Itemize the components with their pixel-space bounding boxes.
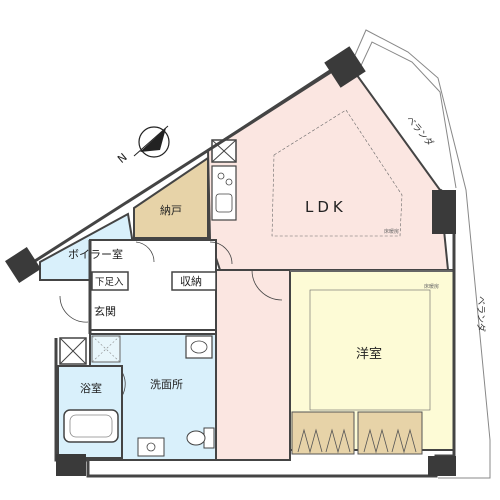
washbasin xyxy=(185,335,213,359)
washing-machine-pan xyxy=(91,335,121,363)
compass-label: N xyxy=(115,151,130,166)
shoe-closet-label: 下足入 xyxy=(95,277,124,288)
western-ceiling-note: 床暖房 xyxy=(424,283,439,290)
veranda-outline xyxy=(351,29,491,479)
closet-box xyxy=(171,271,217,291)
toilet-bowl xyxy=(186,430,206,446)
structural-pillars xyxy=(5,46,456,476)
western-closets xyxy=(291,411,423,455)
door-swings xyxy=(59,241,283,397)
closet-label: 収納 xyxy=(180,275,202,288)
corridor xyxy=(215,269,291,461)
veranda-right-label: ベランダ xyxy=(475,296,487,332)
ldk-label: LDK xyxy=(305,198,347,216)
stove-burner-2 xyxy=(225,178,233,186)
western-ceiling-outline xyxy=(309,289,431,411)
ldk-room xyxy=(206,58,450,271)
bathtub-inner xyxy=(69,414,113,438)
ldk-ceiling-note: 床暖房 xyxy=(384,228,399,235)
bathroom-label: 浴室 xyxy=(80,381,102,395)
boiler-label: ボイラー室 xyxy=(68,247,123,261)
western-label: 洋室 xyxy=(356,346,382,362)
kitchen-shaft-diag-2 xyxy=(211,139,237,163)
stove-burner-1 xyxy=(217,172,225,180)
compass-pointer xyxy=(133,125,169,157)
shoe-closet-box xyxy=(91,271,129,291)
floor-sink xyxy=(137,437,165,457)
floor-sink-drain xyxy=(146,442,156,452)
entrance-label: 玄関 xyxy=(94,304,116,318)
washbasin-bowl xyxy=(190,340,208,354)
nando-room xyxy=(133,156,209,239)
pipe-shaft-diag-2 xyxy=(59,337,87,365)
western-room-top-line xyxy=(290,270,454,272)
compass: N xyxy=(115,125,170,166)
washroom-label: 洗面所 xyxy=(150,378,183,391)
nando-label: 納戸 xyxy=(160,204,182,217)
ldk-ceiling-outline xyxy=(271,109,403,237)
veranda-top-label: ベランダ xyxy=(404,114,436,149)
kitchen-sink xyxy=(215,193,233,213)
